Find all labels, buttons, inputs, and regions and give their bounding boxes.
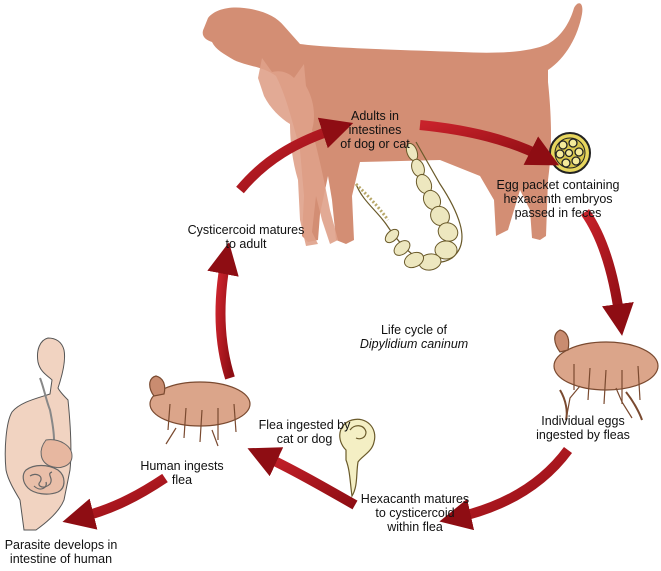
arrow-individual-eggs-to-hexacanth bbox=[439, 447, 573, 531]
dog-silhouette bbox=[202, 3, 583, 245]
cat-silhouette bbox=[258, 58, 338, 246]
center-title: Life cycle of Dipylidium caninum bbox=[350, 323, 478, 351]
arrow-egg-packet-to-flea bbox=[580, 209, 634, 336]
flea-illustration-right bbox=[553, 329, 659, 421]
arrow-cysticercoid-to-adults bbox=[236, 117, 354, 194]
human-digestive-illustration bbox=[4, 337, 73, 531]
arrow-flea-to-cysticercoid bbox=[207, 242, 239, 380]
arrow-adults-to-egg-packet bbox=[419, 120, 560, 166]
flea-illustration-left bbox=[149, 375, 251, 447]
cysticercoid-illustration bbox=[339, 418, 376, 498]
egg-packet-illustration bbox=[549, 132, 591, 174]
center-species-text: Dipylidium caninum bbox=[359, 337, 469, 351]
tapeworm-illustration bbox=[354, 141, 463, 271]
arrow-human-ingests-to-intestine bbox=[62, 473, 168, 530]
center-title-text: Life cycle of bbox=[380, 323, 447, 337]
arrow-hexacanth-to-flea-ingested bbox=[247, 447, 358, 510]
cycle-arrows bbox=[62, 117, 634, 531]
